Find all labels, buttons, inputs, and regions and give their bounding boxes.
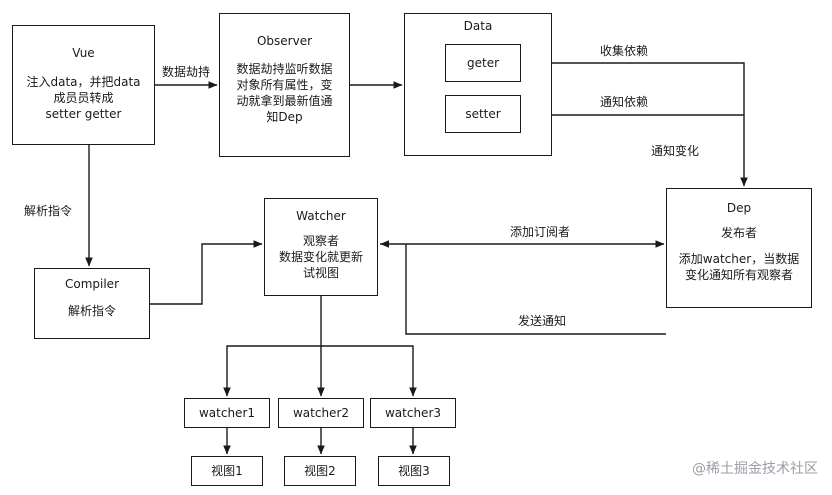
view2-label: 视图2 xyxy=(304,464,336,478)
view1-node: 视图1 xyxy=(191,456,263,486)
geter-node: geter xyxy=(445,44,521,82)
view3-node: 视图3 xyxy=(378,456,450,486)
vue-description: 注入data，并把data 成员员转成 setter getter xyxy=(26,75,141,121)
watcher2-label: watcher2 xyxy=(292,406,350,420)
vue-node: Vue 注入data，并把data 成员员转成 setter getter xyxy=(12,25,155,145)
data-title: Data xyxy=(463,19,493,33)
data-node: Data xyxy=(404,13,552,156)
watcher1-label: watcher1 xyxy=(198,406,256,420)
edge-dep-watcher-notify xyxy=(405,244,666,335)
watcher-node: Watcher 观察者 数据变化就更新 试视图 xyxy=(264,198,378,296)
watcher-description: 观察者 数据变化就更新 试视图 xyxy=(278,234,363,280)
dep-role: 发布者 xyxy=(720,226,757,240)
observer-node: Observer 数据劫持监听数据 对象所有属性，变 动就拿到最新值通 知Dep xyxy=(219,13,350,157)
view3-label: 视图3 xyxy=(398,464,430,478)
observer-description: 数据劫持监听数据 对象所有属性，变 动就拿到最新值通 知Dep xyxy=(236,62,333,124)
edge-label-subscribe: 添加订阅者 xyxy=(510,225,571,239)
watermark: @稀土掘金技术社区 xyxy=(692,461,818,477)
watcher1-node: watcher1 xyxy=(184,398,270,428)
edge-label-parse: 解析指令 xyxy=(24,204,73,218)
dep-title: Dep xyxy=(726,201,752,215)
setter-node: setter xyxy=(445,95,521,133)
compiler-title: Compiler xyxy=(64,277,119,291)
dep-node: Dep 发布者 添加watcher，当数据 变化通知所有观察者 xyxy=(666,188,812,308)
edge-compiler-watcher xyxy=(150,240,263,305)
watcher-title: Watcher xyxy=(296,209,346,223)
watcher3-label: watcher3 xyxy=(384,406,442,420)
edge-fanout-left xyxy=(223,345,321,397)
compiler-description: 解析指令 xyxy=(67,304,116,318)
edge-label-notify-dep: 通知依赖 xyxy=(600,95,649,109)
edge-label-notify-change: 通知变化 xyxy=(651,144,700,158)
edge-label-collect: 收集依赖 xyxy=(600,44,649,58)
edge-fanout-right xyxy=(321,345,417,397)
geter-label: geter xyxy=(466,56,500,70)
edge-label-send: 发送通知 xyxy=(518,314,567,328)
edge-label-hijack: 数据劫持 xyxy=(162,65,211,79)
watcher2-node: watcher2 xyxy=(278,398,364,428)
compiler-node: Compiler 解析指令 xyxy=(34,268,150,339)
vue-title: Vue xyxy=(72,46,95,60)
view2-node: 视图2 xyxy=(284,456,356,486)
edge-geter-dep xyxy=(521,62,748,187)
dep-description: 添加watcher，当数据 变化通知所有观察者 xyxy=(678,252,800,282)
watcher3-node: watcher3 xyxy=(370,398,456,428)
view1-label: 视图1 xyxy=(211,464,243,478)
observer-title: Observer xyxy=(256,34,313,48)
setter-label: setter xyxy=(465,107,501,121)
